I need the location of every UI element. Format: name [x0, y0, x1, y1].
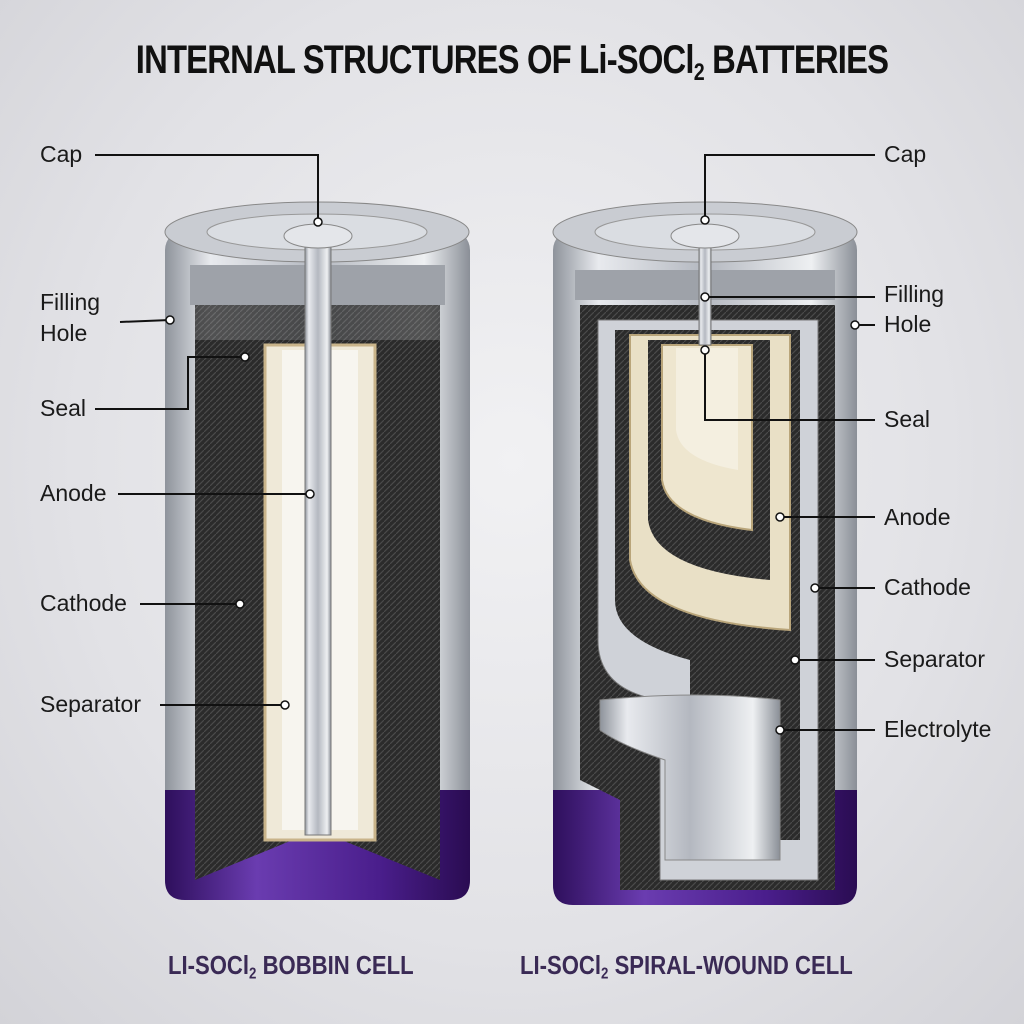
label-cathode-left: Cathode — [40, 590, 127, 616]
leader-lines — [95, 154, 875, 731]
label-electrolyte-right: Electrolyte — [884, 716, 992, 742]
title-text-end: BATTERIES — [703, 38, 889, 82]
caption-text: LI-SOCl — [168, 950, 250, 980]
caption-spiral-wound-cell: LI-SOCl2 SPIRAL-WOUND CELL — [520, 950, 853, 984]
label-cap-right: Cap — [884, 141, 927, 167]
label-separator-left: Separator — [40, 691, 142, 717]
caption-text-end: SPIRAL-WOUND CELL — [608, 950, 853, 980]
spiral-wound-cell — [552, 201, 858, 905]
label-filling-left: Filling — [40, 289, 101, 315]
title-text: INTERNAL STRUCTURES OF Li-SOCl — [135, 38, 695, 82]
title-subscript: 2 — [693, 59, 705, 87]
label-hole-left: Hole — [40, 320, 88, 346]
label-hole-right: Hole — [884, 311, 932, 337]
label-seal-right: Seal — [884, 406, 931, 432]
caption-text-end: BOBBIN CELL — [256, 950, 414, 980]
label-seal-left: Seal — [40, 395, 87, 421]
label-separator-right: Separator — [884, 646, 986, 672]
caption-text: LI-SOCl — [520, 950, 602, 980]
bobbin-cell — [164, 201, 470, 900]
diagram-title: INTERNAL STRUCTURES OF Li-SOCl2 BATTERIE… — [92, 38, 932, 87]
caption-subscript: 2 — [601, 965, 609, 983]
label-cathode-right: Cathode — [884, 574, 971, 600]
label-cap-left: Cap — [40, 141, 83, 167]
leader-dots — [165, 215, 860, 735]
caption-subscript: 2 — [249, 965, 257, 983]
caption-bobbin-cell: LI-SOCl2 BOBBIN CELL — [168, 950, 414, 984]
label-anode-right: Anode — [884, 504, 951, 530]
label-anode-left: Anode — [40, 480, 107, 506]
label-filling-right: Filling — [884, 281, 945, 307]
